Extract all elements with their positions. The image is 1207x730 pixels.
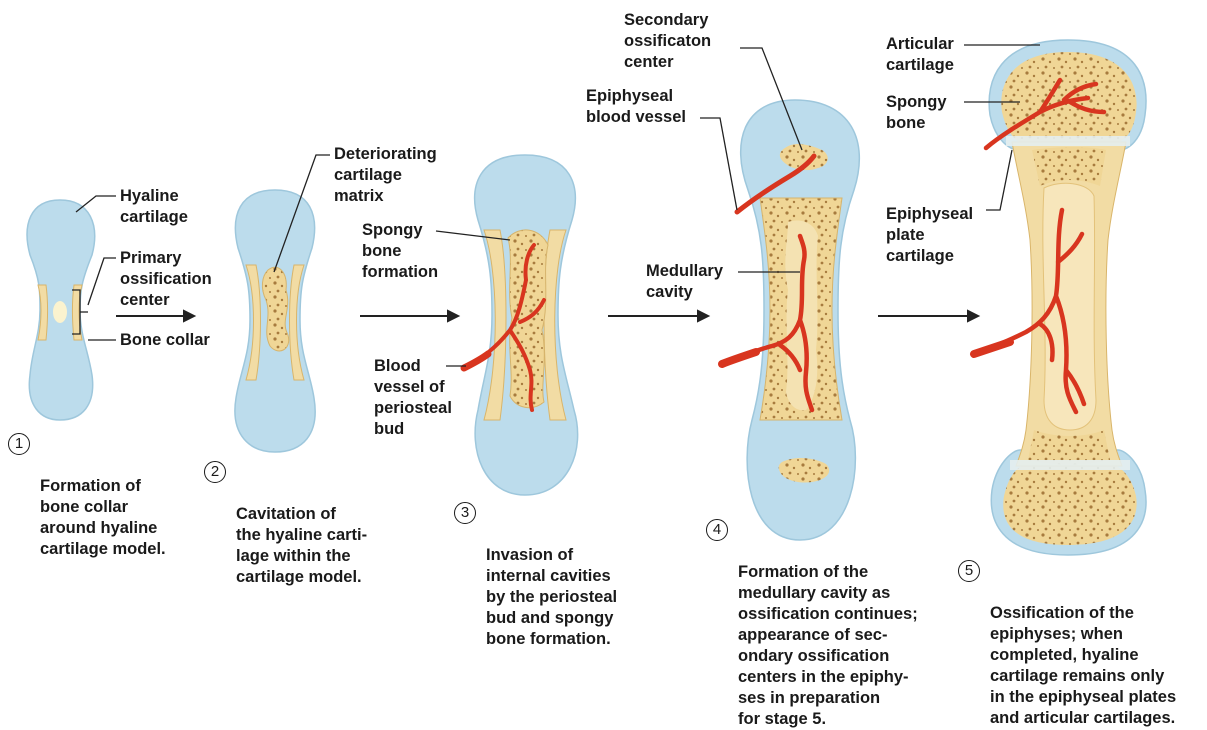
stage-4-number: 4 bbox=[706, 519, 728, 541]
stage-5-number: 5 bbox=[958, 560, 980, 582]
stage-3-caption: 3 Invasion of internal cavities by the p… bbox=[486, 503, 617, 650]
label-hyaline-cartilage: Hyaline cartilage bbox=[120, 186, 188, 228]
stage-5-epiphyseal-plate-upper bbox=[1006, 136, 1130, 146]
stage-2-number: 2 bbox=[204, 461, 226, 483]
label-primary-ossification-center: Primary ossification center bbox=[120, 248, 212, 311]
label-articular-cartilage: Articular cartilage bbox=[886, 34, 954, 76]
label-spongy-bone-formation: Spongy bone formation bbox=[362, 220, 438, 283]
label-spongy-bone: Spongy bone bbox=[886, 92, 947, 134]
stage-2-bone bbox=[235, 190, 315, 452]
stage-1-primary-ossification-center bbox=[53, 301, 67, 323]
label-bone-collar: Bone collar bbox=[120, 330, 210, 351]
stage-5-caption: 5 Ossification of the epiphyses; when co… bbox=[990, 561, 1176, 729]
stage-3-bone bbox=[464, 155, 578, 495]
label-blood-vessel-periosteal-bud: Blood vessel of periosteal bud bbox=[374, 356, 452, 440]
label-deteriorating-cartilage-matrix: Deteriorating cartilage matrix bbox=[334, 144, 437, 207]
stage-1-caption: 1 Formation of bone collar around hyalin… bbox=[40, 434, 166, 560]
stage-5-bone bbox=[974, 40, 1146, 555]
stage-1-caption-text: Formation of bone collar around hyaline … bbox=[40, 477, 166, 558]
stage-2-caption-text: Cavitation of the hyaline carti- lage wi… bbox=[236, 505, 367, 586]
stage-1-number: 1 bbox=[8, 433, 30, 455]
stage-2-caption: 2 Cavitation of the hyaline carti- lage … bbox=[236, 462, 367, 588]
stage-3-caption-text: Invasion of internal cavities by the per… bbox=[486, 546, 617, 648]
stage-5-lower-epiphysis bbox=[1003, 466, 1136, 545]
stage-4-caption-text: Formation of the medullary cavity as oss… bbox=[738, 563, 918, 728]
stage-5-epiphyseal-plate-lower bbox=[1010, 460, 1130, 470]
label-medullary-cavity: Medullary cavity bbox=[646, 261, 723, 303]
label-epiphyseal-blood-vessel: Epiphyseal blood vessel bbox=[586, 86, 686, 128]
stage-4-bone bbox=[722, 100, 859, 540]
label-epiphyseal-plate-cartilage: Epiphyseal plate cartilage bbox=[886, 204, 973, 267]
stage-3-number: 3 bbox=[454, 502, 476, 524]
stage-1-bone bbox=[27, 200, 95, 420]
stage-4-caption: 4 Formation of the medullary cavity as o… bbox=[738, 520, 918, 730]
endochondral-ossification-diagram: Hyaline cartilage Primary ossification c… bbox=[0, 0, 1207, 695]
stage-5-caption-text: Ossification of the epiphyses; when comp… bbox=[990, 604, 1176, 727]
label-secondary-ossification-center: Secondary ossificaton center bbox=[624, 10, 711, 73]
